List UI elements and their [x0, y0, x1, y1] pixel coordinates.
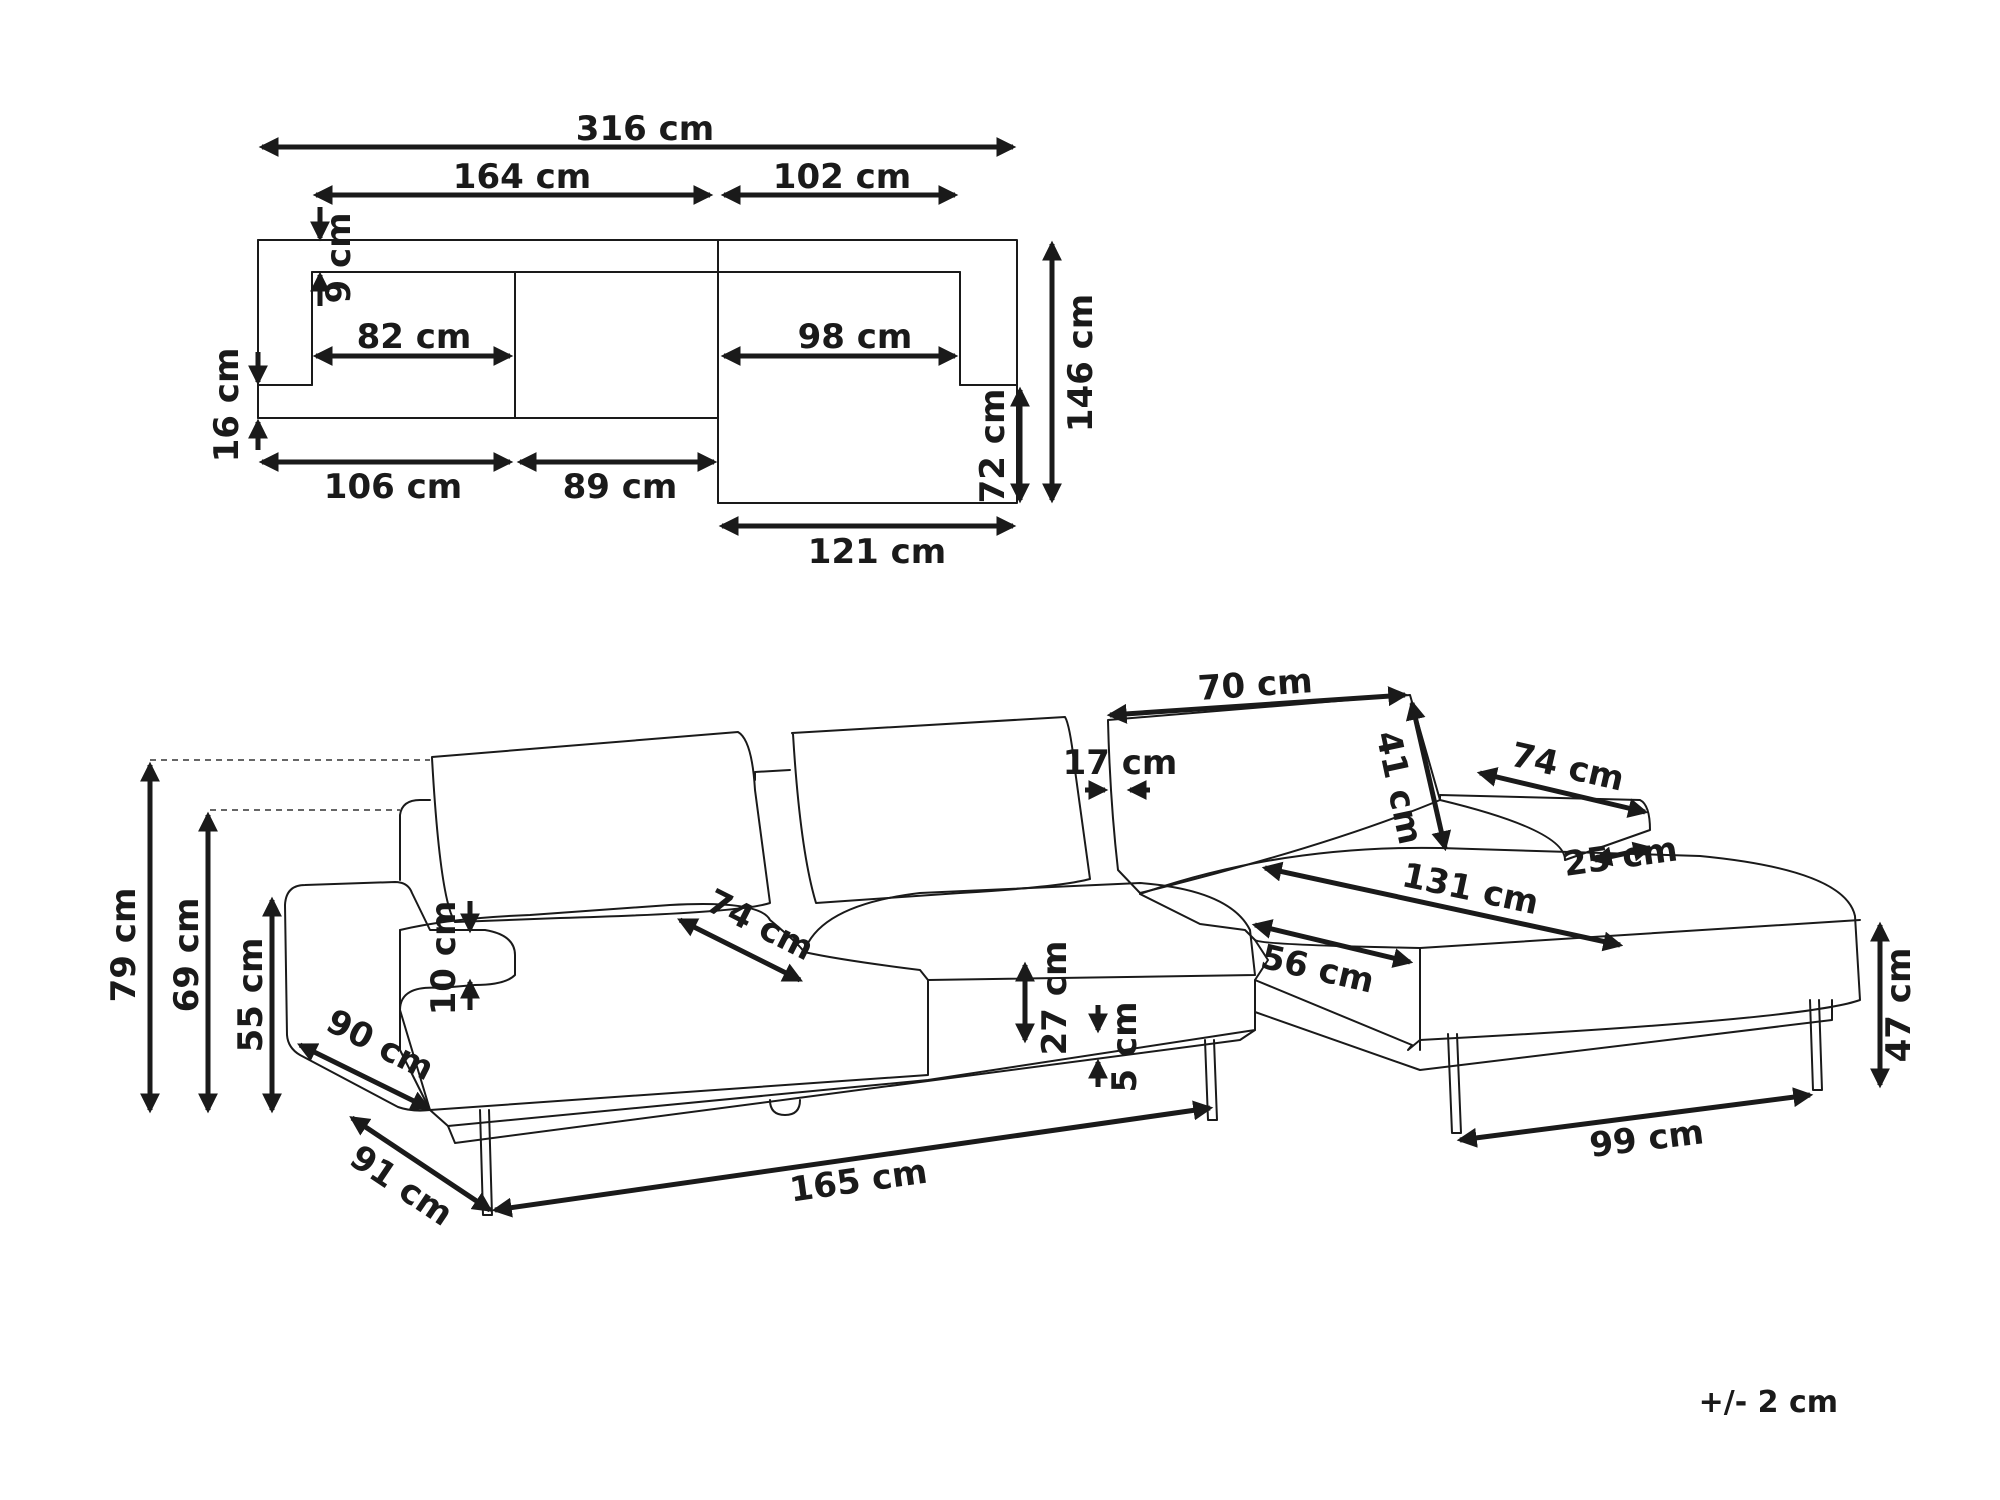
label-106: 106 cm: [324, 467, 462, 507]
label-5: 5 cm: [1105, 1001, 1145, 1092]
label-121: 121 cm: [808, 532, 946, 572]
label-27: 27 cm: [1035, 941, 1075, 1056]
top-view-labels: 316 cm 164 cm 102 cm 9 cm 82 cm 98 cm 16…: [207, 109, 1101, 572]
label-9: 9 cm: [319, 212, 359, 303]
label-17: 17 cm: [1063, 743, 1178, 783]
top-view-dimension-lines: [248, 137, 1062, 536]
label-74-cushion: 74 cm: [700, 881, 820, 969]
perspective-labels: 79 cm 69 cm 55 cm 10 cm 74 cm 27 cm 5 cm…: [104, 661, 1919, 1234]
label-10: 10 cm: [424, 901, 464, 1016]
label-74-arm: 74 cm: [1507, 735, 1628, 800]
label-164: 164 cm: [453, 157, 591, 197]
label-25: 25 cm: [1561, 829, 1680, 885]
label-72: 72 cm: [973, 389, 1013, 504]
label-70: 70 cm: [1197, 661, 1314, 709]
label-146: 146 cm: [1061, 294, 1101, 432]
label-98: 98 cm: [798, 317, 913, 357]
label-47: 47 cm: [1879, 948, 1919, 1063]
label-89: 89 cm: [563, 467, 678, 507]
label-102: 102 cm: [773, 157, 911, 197]
label-79: 79 cm: [104, 888, 144, 1003]
label-316: 316 cm: [576, 109, 714, 149]
label-55: 55 cm: [231, 938, 271, 1053]
perspective-dashed-guides: [150, 759, 430, 811]
top-view-outline: [257, 239, 1018, 504]
label-165: 165 cm: [787, 1152, 930, 1211]
perspective-dimension-lines: [140, 686, 1890, 1218]
label-82: 82 cm: [357, 317, 472, 357]
label-69: 69 cm: [167, 898, 207, 1013]
label-16: 16 cm: [207, 348, 247, 463]
tolerance-note: +/- 2 cm: [1699, 1385, 1838, 1420]
